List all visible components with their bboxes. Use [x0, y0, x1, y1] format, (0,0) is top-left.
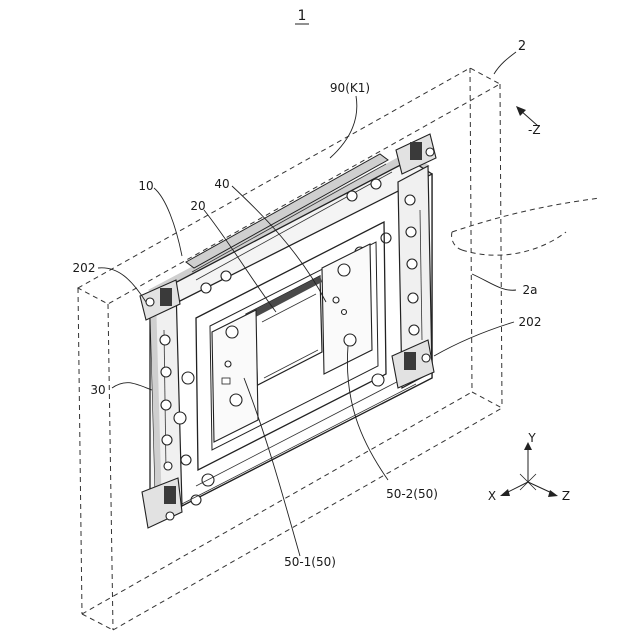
axis-label-x: X	[488, 489, 496, 503]
clamp-top-right	[396, 134, 436, 174]
label-plate: 40	[214, 177, 229, 191]
label-sub-plate-1: 50-1(50)	[284, 555, 336, 569]
label-bracket: 30	[90, 383, 105, 397]
axis-triad	[500, 442, 558, 497]
clamp-bottom-left	[142, 478, 182, 528]
label-clamp-right: 202	[519, 315, 542, 329]
label-minus-z: -Z	[528, 123, 541, 137]
surface-hint-curves	[452, 198, 600, 255]
figure-number: 1	[298, 8, 307, 24]
axis-label-z: Z	[562, 489, 570, 503]
label-device: 90(K1)	[330, 81, 370, 95]
label-sub-plate-2: 50-2(50)	[386, 487, 438, 501]
label-target: 2	[518, 39, 526, 54]
label-inner-frame: 20	[190, 199, 205, 213]
label-frame: 10	[138, 179, 153, 193]
mounting-assembly	[140, 134, 436, 528]
axis-label-y: Y	[527, 431, 536, 445]
label-clamp-left: 202	[73, 261, 96, 275]
label-target-surface: 2a	[523, 283, 538, 297]
